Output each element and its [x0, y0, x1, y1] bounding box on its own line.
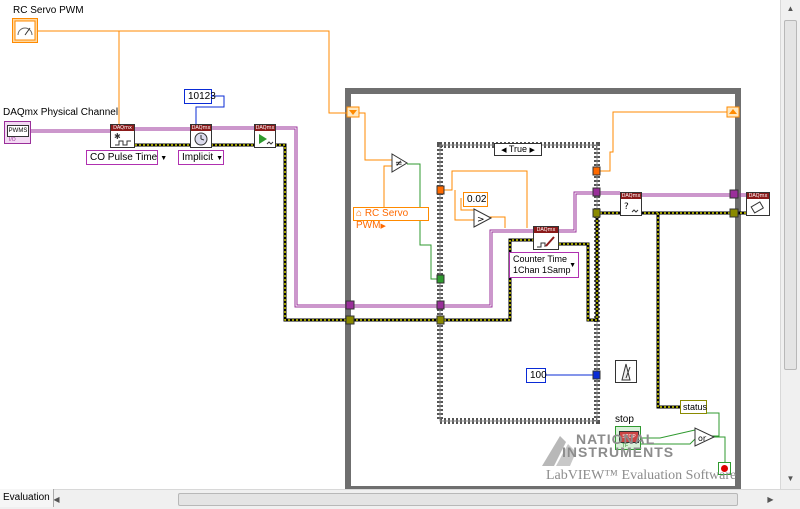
- counter-time-ring[interactable]: Counter Time 1Chan 1Samp ▼: [509, 252, 579, 278]
- daqmx-tag-stop: DAQmx: [621, 193, 641, 199]
- io-icon: I/O: [9, 137, 16, 143]
- unbundle-status-text: status: [683, 402, 708, 412]
- vertical-scrollbar[interactable]: ▲ ▼: [780, 0, 800, 489]
- ni-line1: NATIONAL: [576, 431, 656, 447]
- stop-if-true-icon: [721, 465, 728, 472]
- daqmx-tag-write: DAQmx: [534, 227, 558, 233]
- scroll-up-icon[interactable]: ▲: [786, 4, 795, 13]
- numeric-wires: [38, 30, 733, 228]
- scroll-down-icon[interactable]: ▼: [786, 474, 795, 483]
- rc-servo-label: RC Servo PWM: [13, 5, 84, 16]
- daqmx-tag-clear: DAQmx: [747, 193, 769, 199]
- daqmx-tag-start: DAQmx: [255, 125, 275, 131]
- delta-constant[interactable]: 0.02: [463, 192, 488, 207]
- house-icon: ⌂: [356, 208, 363, 219]
- daqmx-clear-task-node[interactable]: DAQmx: [746, 192, 770, 216]
- wires-layer: ≠ > or: [31, 30, 746, 489]
- case-structure-inner: [439, 144, 598, 422]
- not-equal-node: ≠: [391, 153, 408, 173]
- servo-dial-icon: [14, 20, 36, 41]
- ni-line2: INSTRUMENTS: [562, 444, 675, 460]
- horizontal-scroll-thumb[interactable]: [178, 493, 738, 506]
- rc-servo-local-variable[interactable]: ⌂ RC Servo PWM▶: [353, 207, 429, 231]
- daqmx-tag: DAQmx: [111, 125, 134, 131]
- scroll-right-icon[interactable]: ▶: [767, 495, 774, 504]
- while-loop-frame: [345, 88, 741, 489]
- clock-icon: [194, 132, 208, 146]
- vertical-scroll-thumb[interactable]: [784, 20, 797, 370]
- daqmx-timing-node[interactable]: DAQmx: [190, 124, 212, 148]
- loop-condition-terminal[interactable]: [718, 462, 731, 475]
- loop-tunnels: [345, 166, 739, 380]
- counter-time-line1: Counter Time: [513, 254, 568, 264]
- greater-than-node: >: [473, 208, 493, 228]
- dropdown-arrow-icon: ▼: [216, 155, 224, 162]
- daqmx-tag-timing: DAQmx: [191, 125, 211, 131]
- unbundle-status-node[interactable]: status: [680, 400, 707, 414]
- evaluation-tab[interactable]: Evaluation: [0, 489, 54, 507]
- question-icon: ?: [624, 202, 639, 213]
- samples-constant[interactable]: 10123: [184, 89, 216, 104]
- svg-text:✱: ✱: [114, 132, 121, 141]
- daqmx-write-node[interactable]: DAQmx: [533, 226, 559, 250]
- shift-registers: [346, 106, 740, 118]
- svg-text:>: >: [477, 215, 485, 225]
- daqmx-channel-label: DAQmx Physical Channel: [3, 107, 119, 118]
- play-icon: [259, 134, 274, 145]
- dropdown-arrow-icon: ▼: [569, 262, 576, 269]
- wait-ms-constant[interactable]: 100: [526, 368, 547, 383]
- eraser-icon: [750, 201, 765, 214]
- pulse-channel-icon: ✱: [114, 132, 131, 146]
- case-structure-frame: [437, 142, 600, 424]
- block-diagram-canvas[interactable]: ≠ > or RC Servo PWM DAQmx Physical Chann…: [0, 0, 780, 489]
- ni-line3: LabVIEW™ Evaluation Software: [546, 468, 737, 483]
- tf-icon: TF: [622, 443, 629, 449]
- rc-servo-control-terminal[interactable]: [12, 18, 38, 43]
- case-selector[interactable]: ◀ True ▶: [494, 143, 542, 156]
- physical-channel-value: PWMS: [7, 125, 29, 137]
- stop-value: STOP: [619, 431, 639, 443]
- svg-text:?: ?: [624, 202, 629, 212]
- daqmx-start-task-node[interactable]: DAQmx: [254, 124, 276, 148]
- horizontal-scrollbar[interactable]: ◀ ▶: [0, 489, 800, 509]
- ni-watermark: NATIONAL INSTRUMENTS LabVIEW™ Evaluation…: [540, 430, 780, 488]
- counter-time-line2: 1Chan 1Samp: [513, 265, 571, 275]
- case-next-icon: ▶: [529, 147, 535, 154]
- case-selector-value: True: [508, 144, 527, 154]
- svg-text:≠: ≠: [395, 159, 403, 169]
- triangle-right-icon: ▶: [380, 223, 386, 230]
- integer-wires: [195, 95, 596, 376]
- stop-label: stop: [615, 414, 634, 425]
- pencil-icon: [537, 236, 555, 248]
- implicit-text: Implicit: [182, 152, 214, 163]
- local-variable-text: RC Servo PWM: [356, 208, 409, 231]
- daqmx-stop-task-node[interactable]: DAQmx ?: [620, 192, 642, 216]
- co-pulse-time-text: CO Pulse Time: [90, 152, 158, 163]
- dropdown-arrow-icon: ▼: [160, 155, 168, 162]
- stop-button-terminal[interactable]: STOP TF: [615, 426, 641, 450]
- ni-eagle-icon: [542, 436, 576, 466]
- scroll-left-icon[interactable]: ◀: [53, 495, 60, 504]
- co-pulse-time-ring[interactable]: CO Pulse Time▼: [86, 150, 167, 165]
- svg-text:or: or: [698, 434, 707, 443]
- metronome-icon: [621, 363, 631, 381]
- implicit-ring[interactable]: Implicit▼: [178, 150, 224, 165]
- daqmx-create-channel-node[interactable]: DAQmx ✱: [110, 124, 135, 148]
- wait-ms-node[interactable]: [615, 360, 637, 383]
- or-gate-node: or: [694, 427, 716, 447]
- physical-channel-terminal[interactable]: PWMS I/O: [4, 121, 31, 144]
- case-prev-icon: ◀: [501, 147, 507, 154]
